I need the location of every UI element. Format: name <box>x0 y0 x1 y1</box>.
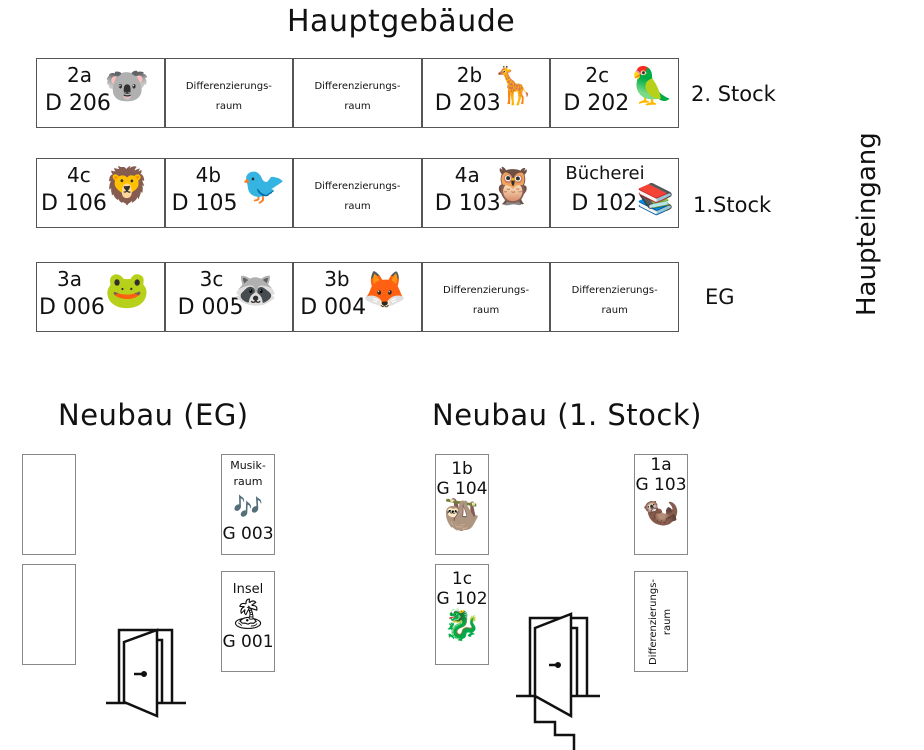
room-class: Bücherei <box>565 163 645 184</box>
room-2b: 2b D 203 🦒 <box>423 59 552 127</box>
room-class: 1a <box>650 455 672 475</box>
room-3b: 3b D 004 🦊 <box>294 263 423 331</box>
floor-eg-row: 3a D 006 🐸 3c D 005 🦝 3b D 004 🦊 Differe… <box>36 262 679 332</box>
diff-label-2: raum <box>662 608 673 635</box>
floor-label-1: 1.Stock <box>693 193 772 217</box>
diff-label-2: raum <box>472 305 500 316</box>
room-1b: 1b G 104 🦥 <box>435 454 489 555</box>
room-4b: 4b D 105 🐦 <box>166 159 295 227</box>
diff-label-2: raum <box>344 101 371 112</box>
diff-label-1: Differenzierungs- <box>571 285 658 296</box>
room-number: G 102 <box>436 589 488 609</box>
room-1c: 1c G 102 🐉 <box>435 564 489 665</box>
sloth-icon: 🦥 <box>443 498 481 533</box>
crow-icon: 🐦 <box>241 166 287 207</box>
room-differentiation: Differenzierungs-raum <box>634 571 688 672</box>
new-building-eg-title: Neubau (EG) <box>58 398 249 432</box>
room-3c: 3c D 005 🦝 <box>166 263 295 331</box>
raccoon-icon: 🦝 <box>233 270 279 311</box>
room-number: D 004 <box>300 295 367 320</box>
room-number: D 202 <box>563 91 630 116</box>
owl-icon: 🦉 <box>490 166 536 207</box>
otter-icon: 🦦 <box>642 494 680 529</box>
room-differentiation: Differenzierungs-raum <box>294 59 423 127</box>
main-entrance-label: Haupteingang <box>852 132 882 316</box>
room-class: 3b <box>324 267 350 291</box>
room-number: D 103 <box>434 191 501 216</box>
room-class: 1c <box>451 569 473 589</box>
diff-label-1: Differenzierungs- <box>648 578 659 665</box>
room-differentiation: Differenzierungs-raum <box>294 159 423 227</box>
room-name-2: raum <box>233 475 263 488</box>
room-number: D 105 <box>171 191 238 216</box>
room-differentiation: Differenzierungs-raum <box>551 263 678 331</box>
room-4c: 4c D 106 🦁 <box>37 159 166 227</box>
empty-room-box <box>22 454 76 555</box>
empty-room-box <box>22 564 76 665</box>
room-number: D 102 <box>571 191 638 216</box>
diff-label-1: Differenzierungs- <box>314 81 401 92</box>
room-differentiation: Differenzierungs-raum <box>423 263 552 331</box>
koala-icon: 🐨 <box>104 66 150 107</box>
door-icon <box>106 628 186 718</box>
floor-2-row: 2a D 206 🐨 Differenzierungs-raum Differe… <box>36 58 679 128</box>
room-island: Insel 🏝 G 001 <box>221 571 275 672</box>
room-class: 2a <box>67 63 92 87</box>
diff-label-1: Differenzierungs- <box>314 181 401 192</box>
room-class: 4b <box>195 163 222 187</box>
room-library: Bücherei D 102 📚 <box>551 159 678 227</box>
floor-1-row: 4c D 106 🦁 4b D 105 🐦 Differenzierungs-r… <box>36 158 679 228</box>
room-number: G 001 <box>222 632 274 652</box>
room-class: 1b <box>451 459 473 479</box>
diff-label-2: raum <box>215 101 243 112</box>
floor-label-2: 2. Stock <box>691 82 776 106</box>
room-number: G 003 <box>222 524 274 544</box>
room-class: 3c <box>199 267 224 291</box>
room-number: D 206 <box>45 91 111 116</box>
room-class: 3a <box>57 267 82 291</box>
room-class: 2b <box>456 63 483 87</box>
room-name-1: Musik- <box>230 459 266 472</box>
room-name: Insel <box>232 582 264 597</box>
room-class: 2c <box>585 63 610 87</box>
lion-icon: 🦁 <box>104 166 150 207</box>
diff-label-1: Differenzierungs- <box>185 81 272 92</box>
main-building-title: Hauptgebäude <box>287 4 516 39</box>
floor-label-eg: EG <box>705 285 735 309</box>
room-2c: 2c D 202 🦜 <box>551 59 678 127</box>
giraffe-icon: 🦒 <box>490 66 536 107</box>
room-class: 4c <box>67 163 91 187</box>
room-1a: 1a G 103 🦦 <box>634 454 688 555</box>
music-notes-icon: 🎶 <box>233 493 263 521</box>
door-with-stairs-icon <box>516 612 600 750</box>
room-number: D 106 <box>41 191 107 216</box>
room-2a: 2a D 206 🐨 <box>37 59 166 127</box>
fox-icon: 🦊 <box>361 270 407 311</box>
room-number: D 006 <box>39 295 105 320</box>
books-icon: 📚 <box>636 182 674 217</box>
diff-label-2: raum <box>601 305 628 316</box>
frog-icon: 🐸 <box>104 270 150 311</box>
parrot-icon: 🦜 <box>629 66 674 107</box>
new-building-1-title: Neubau (1. Stock) <box>432 398 702 432</box>
room-number: D 005 <box>177 295 244 320</box>
diff-label-2: raum <box>344 201 371 212</box>
island-icon: 🏝 <box>228 597 268 632</box>
room-class: 4a <box>454 163 480 187</box>
room-differentiation: Differenzierungs-raum <box>166 59 295 127</box>
diff-label-1: Differenzierungs- <box>443 285 530 296</box>
room-4a: 4a D 103 🦉 <box>423 159 552 227</box>
room-number: G 104 <box>436 479 488 499</box>
room-3a: 3a D 006 🐸 <box>37 263 166 331</box>
room-number: G 103 <box>635 475 687 495</box>
room-music: Musik- raum 🎶 G 003 <box>221 454 275 555</box>
room-number: D 203 <box>434 91 501 116</box>
dragon-icon: 🐉 <box>443 608 481 643</box>
